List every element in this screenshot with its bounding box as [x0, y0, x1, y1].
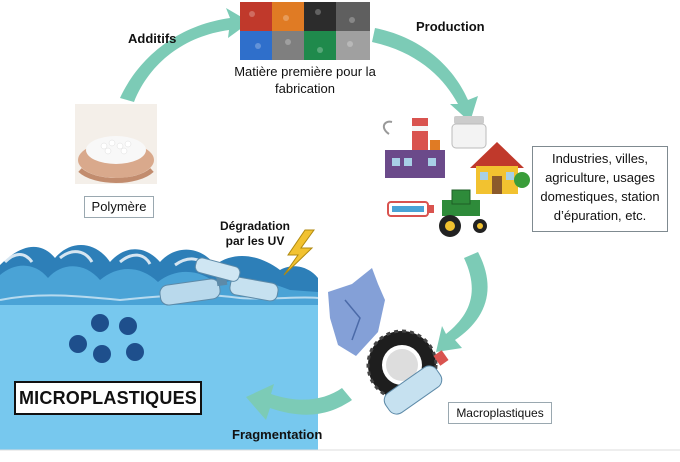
arrow-fragmentation: [246, 384, 352, 420]
arrow-production: [372, 28, 478, 122]
sources-line2: agriculture, usages: [545, 170, 655, 185]
plastic-pellets-image: [240, 2, 370, 60]
sources-line1: Industries, villes,: [551, 151, 649, 166]
jar-icon: [451, 116, 487, 149]
cycle-arrows: [120, 8, 488, 420]
degradation-line2: par les UV: [225, 234, 285, 248]
arrow-additifs: [120, 8, 250, 102]
label-sources: Industries, villes, agriculture, usages …: [532, 146, 668, 232]
label-production: Production: [416, 19, 485, 34]
factory-icon: [382, 118, 445, 178]
label-degradation-uv: Dégradation par les UV: [215, 219, 295, 249]
house-icon: [470, 142, 530, 194]
hands-polymer-image: [75, 104, 157, 184]
plastic-bag-icon: [328, 268, 385, 356]
sea: [0, 244, 319, 450]
degradation-line1: Dégradation: [219, 219, 290, 233]
plastic-bottle-icon: [159, 257, 279, 306]
macro-bottle-icon: [383, 350, 449, 415]
label-matiere-line1: Matière première pour la: [234, 64, 376, 79]
microplastic-particles: [69, 314, 144, 363]
label-fragmentation: Fragmentation: [232, 427, 323, 442]
label-matiere-line2: fabrication: [275, 81, 335, 96]
label-additifs: Additifs: [128, 31, 177, 46]
label-macroplastiques: Macroplastiques: [448, 402, 552, 424]
label-matiere-premiere: Matière première pour la fabrication: [220, 63, 390, 97]
label-polymere: Polymère: [84, 196, 154, 218]
tire-icon: [366, 329, 438, 401]
sources-line4: d’épuration, etc.: [553, 208, 647, 223]
lightning-icon: [283, 229, 315, 276]
toothpaste-icon: [387, 201, 434, 217]
label-microplastiques: MICROPLASTIQUES: [14, 381, 202, 415]
tractor-icon: [439, 189, 487, 237]
arrow-to-macroplastics: [436, 252, 488, 352]
sources-line3: domestiques, station: [540, 189, 660, 204]
